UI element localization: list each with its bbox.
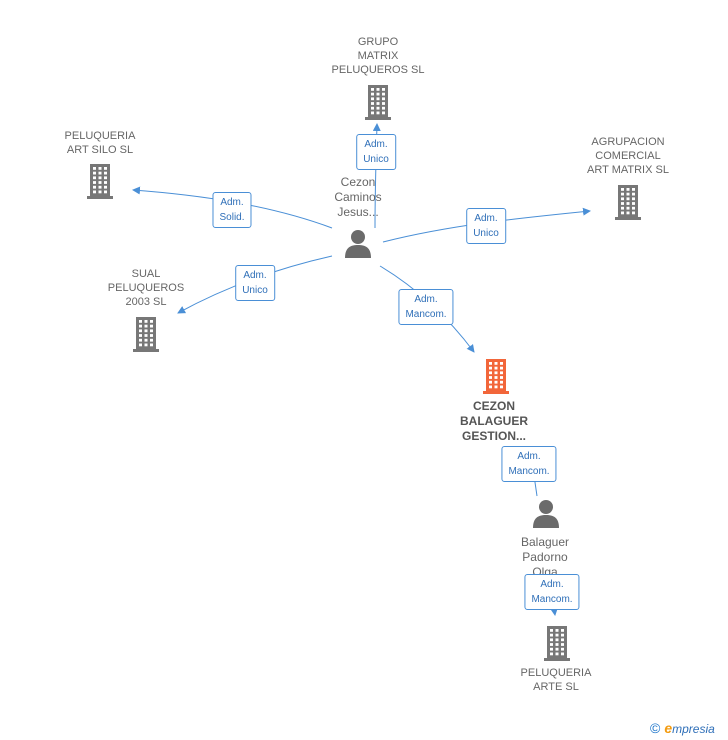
- edge-label-adm-solid[interactable]: Adm. Solid.: [212, 192, 252, 228]
- building-icon[interactable]: [614, 184, 642, 225]
- node-label-sual: SUAL PELUQUEROS 2003 SL: [107, 268, 185, 308]
- edge-label-adm-unico[interactable]: Adm. Unico: [235, 265, 275, 301]
- brand-initial: e: [664, 720, 673, 736]
- node-label-grupo-matrix: GRUPO MATRIX PELUQUEROS SL: [331, 36, 425, 76]
- edge-label-adm-mancom[interactable]: Adm. Mancom.: [501, 446, 557, 482]
- node-label-art-silo: PELUQUERIA ART SILO SL: [64, 130, 136, 156]
- node-label-cezon-balaguer: CEZON BALAGUER GESTION...: [460, 399, 528, 443]
- empresia-brand: ©empresia: [650, 720, 715, 736]
- edge-label-adm-unico[interactable]: Adm. Unico: [466, 208, 506, 244]
- person-icon[interactable]: [344, 229, 372, 264]
- person-icon[interactable]: [532, 499, 560, 534]
- edge-label-adm-mancom[interactable]: Adm. Mancom.: [524, 574, 580, 610]
- building-icon[interactable]: [86, 163, 114, 204]
- node-label-arte: PELUQUERIA ARTE SL: [520, 667, 592, 693]
- building-icon[interactable]: [482, 358, 510, 399]
- building-icon[interactable]: [132, 316, 160, 357]
- brand-name: mpresia: [672, 722, 715, 736]
- node-label-cezon-jesus: Cezon Caminos Jesus...: [334, 175, 382, 219]
- copyright-symbol: ©: [650, 720, 661, 736]
- node-label-agrupacion: AGRUPACION COMERCIAL ART MATRIX SL: [587, 136, 669, 176]
- edge-label-adm-unico[interactable]: Adm. Unico: [356, 134, 396, 170]
- building-icon[interactable]: [543, 625, 571, 666]
- building-icon[interactable]: [364, 84, 392, 125]
- edge-label-adm-mancom[interactable]: Adm. Mancom.: [398, 289, 454, 325]
